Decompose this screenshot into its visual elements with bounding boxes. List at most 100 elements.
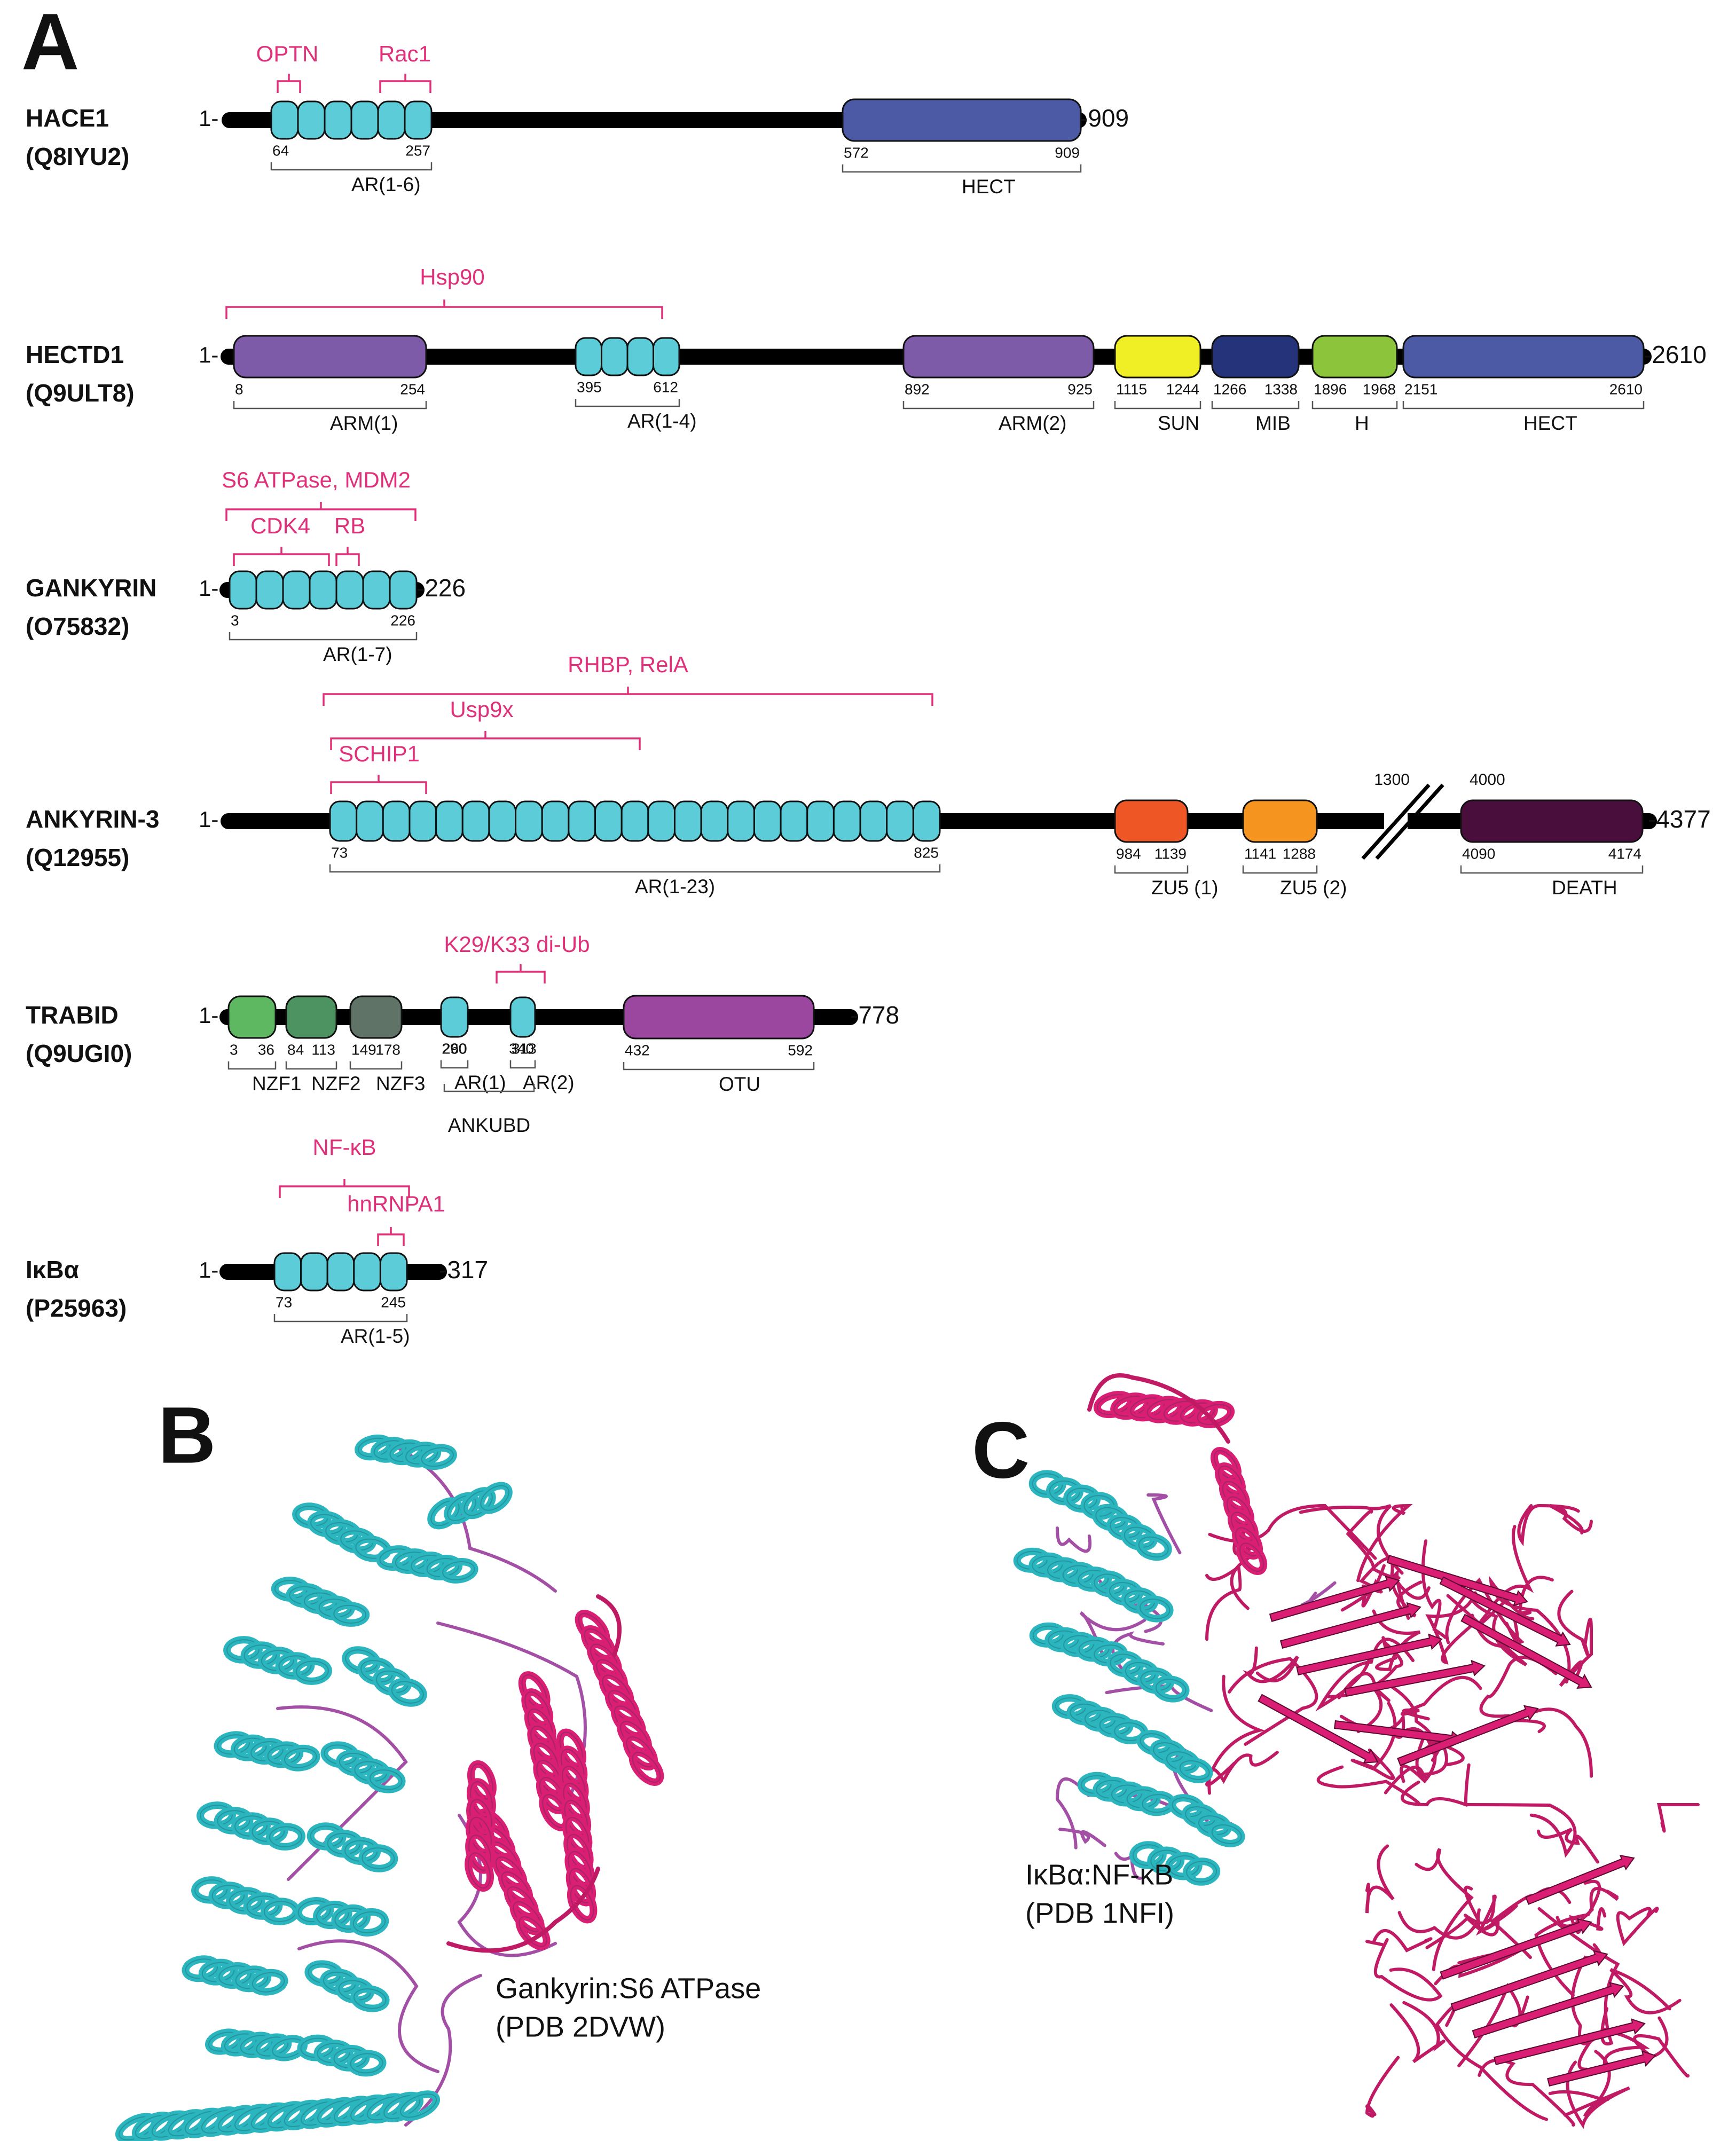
- interaction-partner: hnRNPA1: [347, 1191, 445, 1216]
- domain-start-position: 1115: [1116, 381, 1147, 397]
- loop: [1489, 1576, 1571, 1684]
- domain-end-position: 226: [390, 612, 415, 628]
- domain-label: MIB: [1255, 412, 1291, 434]
- sequence-end-label: -4377: [1648, 805, 1711, 833]
- sequence-break-mark: [1361, 783, 1431, 860]
- domain-bracket: [227, 1061, 277, 1070]
- interaction-bracket: [377, 1227, 405, 1246]
- domain-label: ARM(2): [999, 412, 1066, 434]
- hect-domain: [1402, 335, 1645, 379]
- beta-strand: [1440, 1918, 1592, 1980]
- nzf-domain: [349, 995, 403, 1039]
- domain-end-position: 340: [509, 1040, 534, 1057]
- domain-end-position: 825: [914, 844, 939, 861]
- ankyrin-repeat-unit: [727, 800, 755, 842]
- ankyrin-repeat-unit: [647, 800, 675, 842]
- alpha-helix: [182, 1955, 288, 1996]
- interaction-partner: NF-κB: [313, 1135, 376, 1160]
- ankyrin-repeat-unit: [324, 100, 352, 140]
- loop: [1087, 1373, 1230, 1444]
- beta-strand: [1269, 1576, 1400, 1622]
- beta-strand: [1344, 1659, 1486, 1697]
- domain-label: SUN: [1158, 412, 1199, 434]
- alpha-helix: [1106, 1650, 1190, 1703]
- interaction-bracket: [335, 547, 360, 566]
- ankyrin-repeat-unit: [541, 800, 570, 842]
- domain-start-position: 2151: [1404, 381, 1437, 397]
- domain-end-position: 36: [258, 1041, 274, 1058]
- loop: [1346, 1509, 1401, 1580]
- alpha-helix: [1210, 1447, 1268, 1575]
- loop: [1365, 2056, 1400, 2118]
- alpha-helix: [320, 1741, 406, 1793]
- domain-label: HECT: [1523, 412, 1577, 434]
- sequence-start-label: 1-: [199, 576, 218, 601]
- interaction-partner: Usp9x: [450, 697, 513, 722]
- death-domain: [1460, 799, 1644, 843]
- loop: [1243, 1646, 1299, 1683]
- loop: [1512, 1707, 1593, 1778]
- interaction-bracket: [496, 964, 546, 983]
- interaction-bracket: [330, 731, 641, 750]
- domain-bracket: [1114, 401, 1201, 410]
- ankyrin-repeat-unit: [594, 800, 623, 842]
- mib-domain: [1211, 335, 1300, 379]
- alpha-helix: [1090, 1570, 1174, 1623]
- nzf-domain: [285, 995, 337, 1039]
- domain-start-position: 260: [442, 1040, 467, 1057]
- domain-bracket: [229, 632, 418, 641]
- ankyrin-repeat-unit: [515, 800, 543, 842]
- ankyrin-repeat-unit: [886, 800, 914, 842]
- beta-strand: [1460, 1613, 1592, 1689]
- domain-end-position: 257: [405, 142, 430, 159]
- domain-label: NZF3: [376, 1073, 426, 1095]
- alpha-helix: [223, 1636, 332, 1685]
- structure-complex-label: Gankyrin:S6 ATPase: [496, 1972, 761, 2004]
- ankyrin-repeat-unit: [806, 800, 835, 842]
- domain-bracket: [1402, 401, 1645, 410]
- alpha-helix: [1077, 1772, 1176, 1816]
- alpha-helix: [115, 2090, 441, 2141]
- domain-label: ZU5 (2): [1280, 877, 1347, 899]
- domain-bracket: [329, 864, 941, 873]
- domain-label: AR(1-6): [351, 174, 421, 195]
- ankyrin-repeat-unit: [377, 100, 406, 140]
- loop: [446, 1867, 600, 1953]
- loop: [1391, 1569, 1423, 1620]
- ankyrin-repeat-unit: [326, 1252, 355, 1292]
- protein-name: HACE1: [26, 104, 109, 132]
- ankyrin-repeat-unit: [255, 570, 284, 610]
- loop: [596, 1594, 622, 1657]
- interaction-partner: RHBP, RelA: [568, 652, 688, 677]
- ankyrin-repeat-unit: [409, 800, 437, 842]
- ankyrin-repeat-unit: [673, 800, 702, 842]
- domain-end-position: 925: [1067, 381, 1093, 397]
- sequence-end-label: -909: [1080, 104, 1129, 132]
- domain-end-position: 1338: [1264, 381, 1298, 397]
- beta-strand: [1472, 1981, 1624, 2038]
- ankyrin-repeat-unit: [620, 800, 649, 842]
- interaction-bracket: [233, 547, 330, 566]
- interaction-partner: Rac1: [379, 41, 431, 66]
- ankyrin-repeat-unit: [270, 100, 299, 140]
- alpha-helix: [307, 1822, 398, 1872]
- protein-accession: (P25963): [26, 1294, 127, 1322]
- loop: [1415, 1848, 1474, 1971]
- ankyrin-repeat-unit: [389, 570, 418, 610]
- interaction-partner: SCHIP1: [339, 741, 420, 766]
- protein-name: TRABID: [26, 1001, 119, 1029]
- alpha-helix: [214, 1731, 320, 1772]
- interaction-bracket: [225, 300, 663, 319]
- domain-start-position: 149: [351, 1041, 376, 1058]
- beta-strand: [1450, 1950, 1608, 2012]
- alpha-helix: [1136, 1730, 1213, 1783]
- interaction-partner: OPTN: [256, 41, 319, 66]
- protein-name: HECTD1: [26, 341, 124, 368]
- domain-end-position: 4174: [1608, 845, 1641, 862]
- interaction-partner: Hsp90: [420, 264, 484, 289]
- alpha-helix: [1092, 1504, 1172, 1561]
- protein-accession: (Q9ULT8): [26, 379, 135, 407]
